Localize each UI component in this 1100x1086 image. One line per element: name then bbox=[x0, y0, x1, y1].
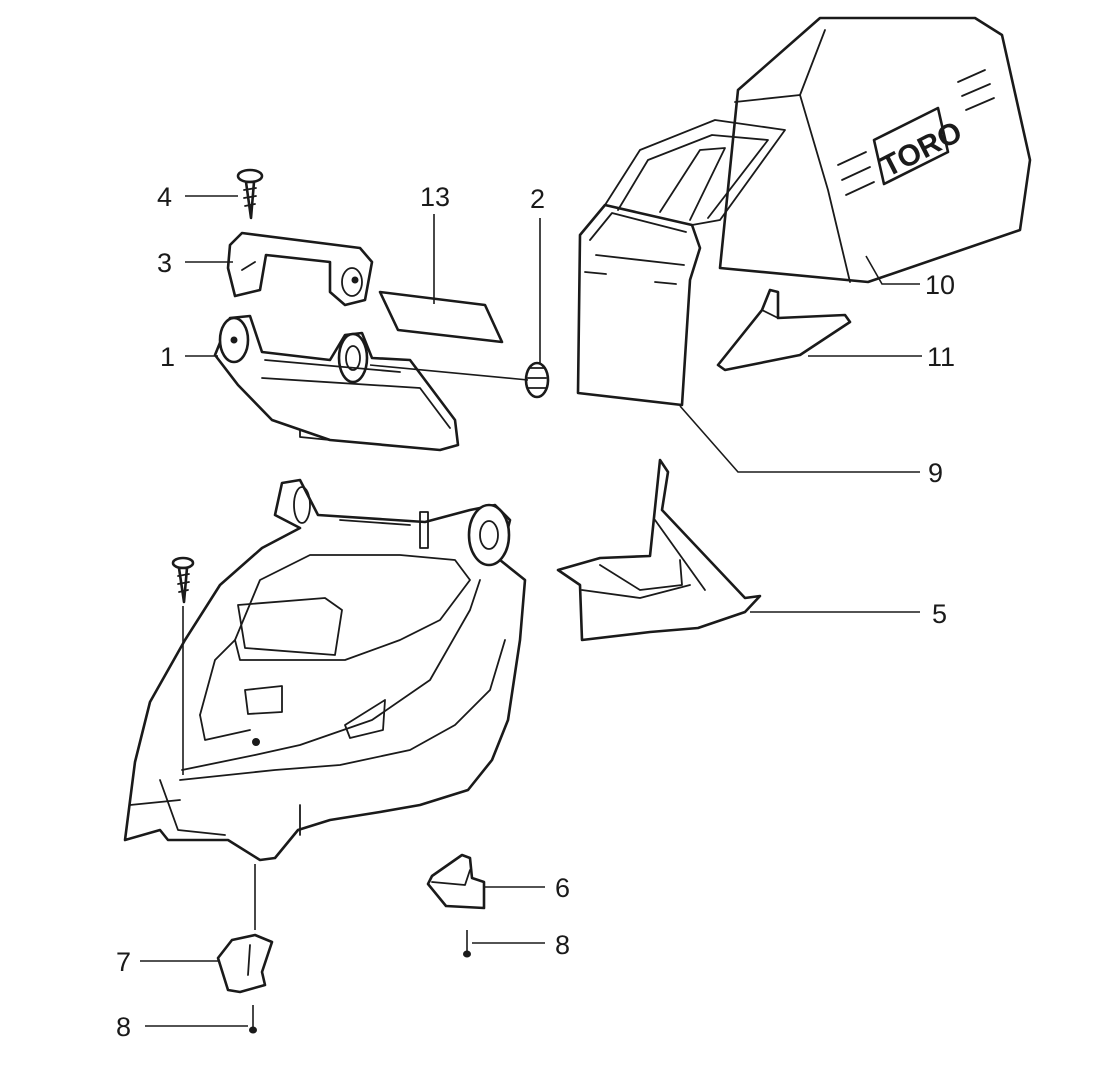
part-10-grass-bag-cover: TORO bbox=[718, 16, 1032, 284]
callout-labels: 1 2 3 4 5 6 7 8 8 9 10 11 13 bbox=[116, 182, 955, 1042]
part-11-clip bbox=[716, 288, 852, 372]
grip-lines-left bbox=[837, 151, 875, 196]
part-3-bracket-cover bbox=[226, 231, 374, 307]
callout-1: 1 bbox=[160, 342, 175, 372]
callout-6: 6 bbox=[555, 873, 570, 903]
callout-8-middle: 8 bbox=[555, 930, 570, 960]
callout-8-lower: 8 bbox=[116, 1012, 131, 1042]
mower-housing bbox=[123, 478, 527, 862]
housing-screw bbox=[171, 556, 195, 775]
part-7-mount bbox=[216, 864, 274, 994]
part-13-label bbox=[378, 290, 504, 344]
part-4-screw bbox=[236, 168, 264, 220]
callout-13: 13 bbox=[420, 182, 450, 212]
part-8-pin-lower bbox=[249, 1005, 257, 1034]
leader-2-knob bbox=[369, 364, 529, 381]
callout-9: 9 bbox=[928, 458, 943, 488]
part-2-knob bbox=[524, 361, 550, 399]
callout-11: 11 bbox=[927, 342, 955, 372]
leader-lines bbox=[140, 195, 922, 1027]
part-5-rear-deflector bbox=[556, 458, 762, 642]
part-1-handle-bracket bbox=[213, 314, 460, 452]
leader-10 bbox=[865, 255, 920, 285]
callout-7: 7 bbox=[116, 947, 131, 977]
callout-5: 5 bbox=[932, 599, 947, 629]
callout-2: 2 bbox=[530, 184, 545, 214]
callout-3: 3 bbox=[157, 248, 172, 278]
part-6-mount bbox=[426, 853, 486, 910]
callout-10: 10 bbox=[925, 270, 955, 300]
grip-lines-right bbox=[957, 69, 995, 111]
part-9-bag-frame bbox=[576, 119, 786, 407]
callout-4: 4 bbox=[157, 182, 172, 212]
leader-9 bbox=[679, 405, 920, 473]
part-8-pin-middle bbox=[463, 930, 471, 958]
